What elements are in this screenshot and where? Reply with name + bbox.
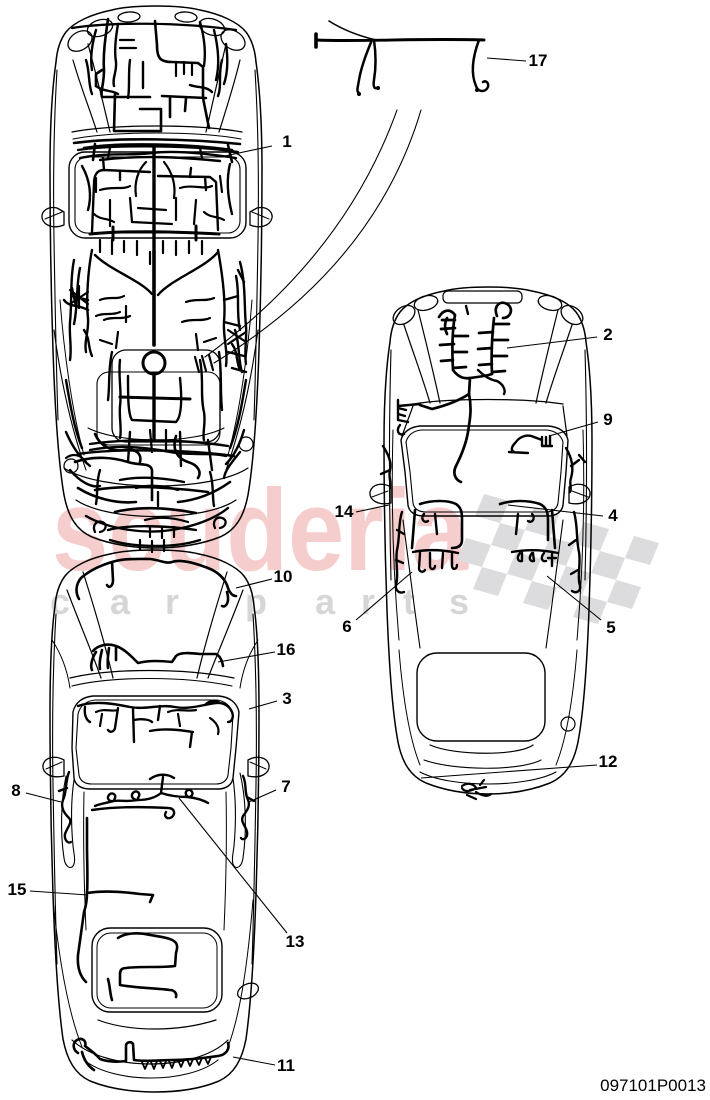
svg-text:097101P0013: 097101P0013 <box>600 1076 706 1095</box>
svg-text:1: 1 <box>282 132 291 151</box>
svg-text:r: r <box>361 581 375 622</box>
svg-text:a: a <box>110 581 131 622</box>
svg-text:14: 14 <box>335 502 354 521</box>
svg-text:a: a <box>315 581 336 622</box>
svg-text:13: 13 <box>286 932 305 951</box>
svg-text:c: c <box>50 581 70 622</box>
svg-text:12: 12 <box>599 752 618 771</box>
svg-text:6: 6 <box>342 617 351 636</box>
svg-text:4: 4 <box>608 506 618 525</box>
svg-text:s: s <box>449 581 469 622</box>
svg-text:p: p <box>245 581 267 622</box>
svg-text:r: r <box>165 581 179 622</box>
svg-text:5: 5 <box>606 618 615 637</box>
svg-text:15: 15 <box>8 880 27 899</box>
svg-text:8: 8 <box>11 781 20 800</box>
svg-text:11: 11 <box>277 1056 295 1075</box>
svg-text:17: 17 <box>529 51 548 70</box>
svg-text:16: 16 <box>277 640 296 659</box>
svg-text:2: 2 <box>603 325 612 344</box>
svg-text:7: 7 <box>281 777 290 796</box>
svg-text:9: 9 <box>603 410 612 429</box>
svg-text:3: 3 <box>282 689 291 708</box>
svg-text:10: 10 <box>274 567 293 586</box>
